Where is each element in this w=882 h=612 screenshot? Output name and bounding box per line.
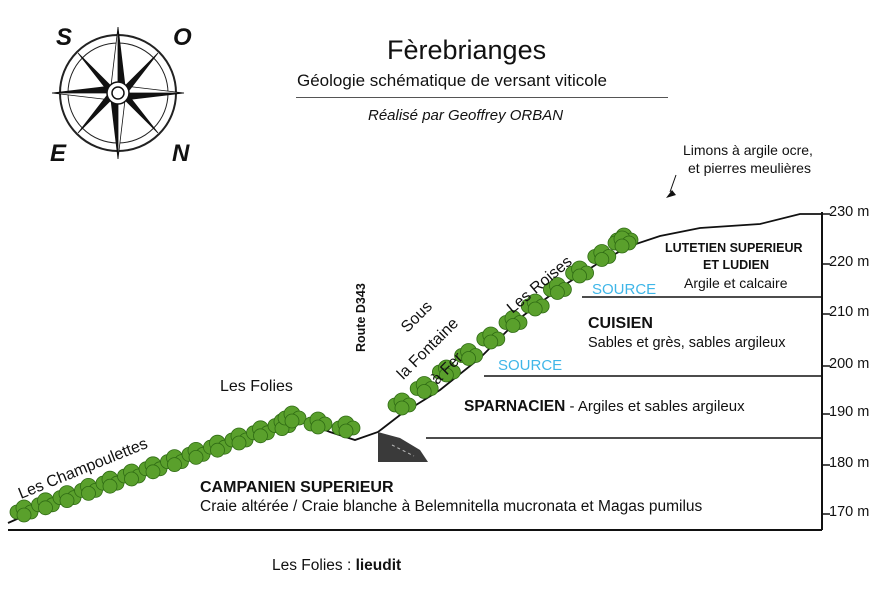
vine-bush [52,485,82,509]
source-lower: SOURCE [498,357,563,374]
vine-bush [476,326,506,350]
diagram-subtitle: Géologie schématique de versant viticole [297,71,607,90]
vine-bush [181,441,211,465]
vine-rows [9,227,639,523]
road-cut [378,432,428,462]
altitude-label: 180 m [829,455,870,471]
vine-bush [498,310,528,333]
vine-bush [454,343,484,366]
sparnacien-label: SPARNACIEN [464,398,566,415]
author-credit: Réalisé par Geoffrey ORBAN [368,107,564,124]
source-upper: SOURCE [592,281,657,298]
legend: Les Folies : lieudit [272,557,401,575]
cuisien-desc: Sables et grès, sables argileux [588,335,786,351]
vine-bush [387,392,417,416]
compass-rose-icon [51,26,185,160]
vine-bush [607,230,637,254]
vine-bush [303,411,333,435]
altitude-label: 210 m [829,304,870,320]
diagram-title: Fèrebrianges [387,35,547,65]
limons-label-1: Limons à argile ocre, [683,142,813,158]
legend-meaning: lieudit [355,557,402,574]
road-label: Route D343 [354,283,368,352]
altitude-label: 200 m [829,356,870,372]
vine-bush [31,492,60,516]
altitude-label: 170 m [829,504,870,520]
vine-bush [9,499,39,523]
vine-bush [224,427,254,451]
vine-bush [520,293,550,317]
lutetien-label-2: ET LUDIEN [703,258,769,272]
legend-example: Les Folies : [272,557,356,574]
vine-bush [409,376,439,399]
limons-label-2: et pierres meulières [688,160,811,176]
campanien-label: CAMPANIEN SUPERIEUR [200,479,394,496]
sparnacien-desc: - Argiles et sables argileux [565,398,745,415]
altitude-label: 190 m [829,404,870,420]
vine-bush [565,260,594,284]
compass-north-label: N [172,140,190,167]
lutetien-label-1: LUTETIEN SUPERIEUR [665,241,803,255]
vine-bush [543,277,572,300]
campanien-desc: Craie altérée / Craie blanche à Belemnit… [200,498,703,515]
vine-bush [331,415,361,439]
altitude-label: 220 m [829,254,870,270]
title-divider [296,97,668,98]
compass-west-label: O [173,24,192,51]
cuisien-label: CUISIEN [588,315,653,332]
vine-bush [431,359,461,383]
compass-south-label: S [56,24,73,51]
altitude-ticks [822,213,830,515]
vine-bush [277,405,307,429]
limons-pointer [669,174,677,193]
vine-bush [74,477,103,501]
sparnacien-row: SPARNACIEN - Argiles et sables argileux [464,398,745,416]
vine-bush [587,244,617,267]
altitude-label: 230 m [829,204,870,220]
compass-east-label: E [50,140,67,167]
lutetien-desc: Argile et calcaire [684,275,788,291]
vine-bush [246,420,275,444]
lieudit-folies: Les Folies [220,378,293,395]
vine-bush [160,449,189,473]
